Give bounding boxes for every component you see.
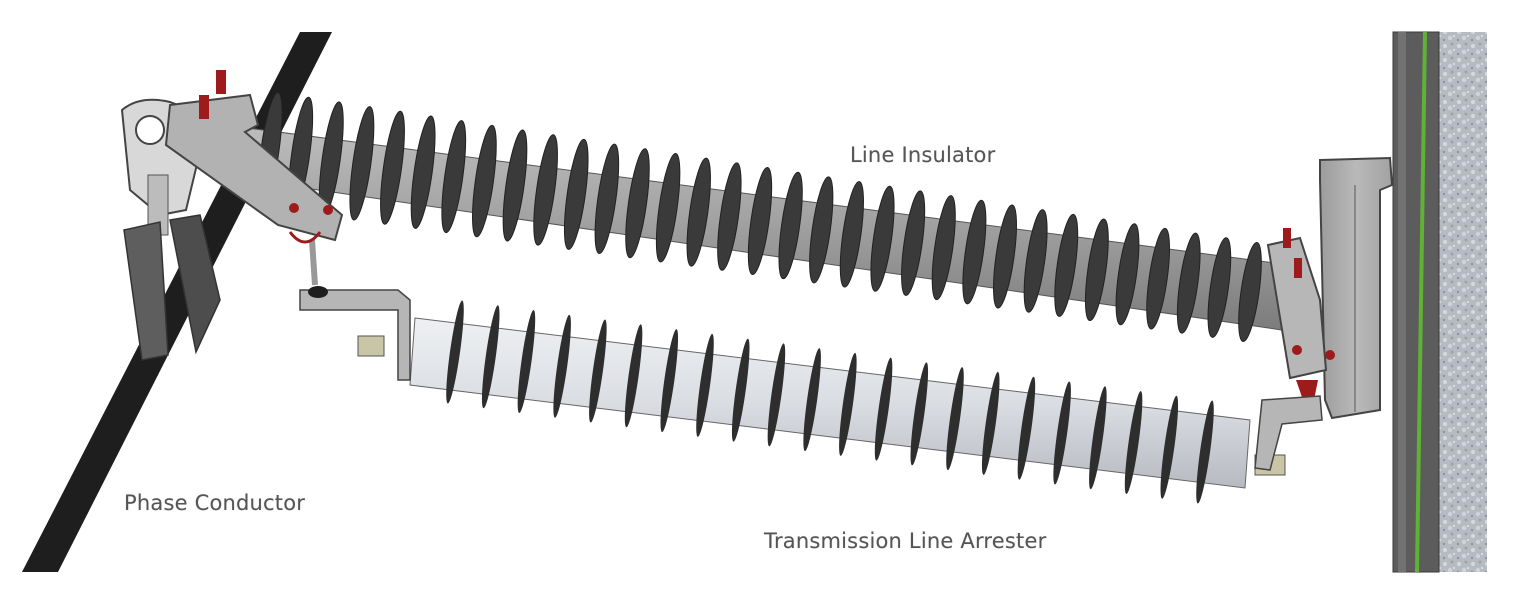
insulator-shed [563,138,589,250]
bolt-icon [323,205,333,215]
insulator-shed [1207,237,1232,338]
transmission-line-arrester [357,300,1286,504]
insulator-shed [686,157,711,267]
bolt-icon [199,95,209,119]
insulator-shed [717,162,742,271]
shackle-icon [288,231,322,244]
insulator-shed [1176,232,1201,334]
arrester-shed [874,357,893,461]
insulator-shed [1084,218,1109,322]
insulator-shed [1023,209,1048,313]
insulator-shed [410,115,436,229]
arrester-shed [553,314,571,418]
insulator-shed [625,148,650,259]
clevis-hole [135,115,165,145]
tower-pole-highlight [1398,32,1406,572]
insulator-shed [962,199,987,305]
insulator-shed [533,134,558,246]
insulator-shed [472,124,497,238]
insulator-shed [993,204,1017,309]
arrester-shed [624,324,643,428]
insulator-shed [1238,241,1262,343]
bolt-icon [1294,258,1302,278]
transmission-line-arrester-label: Transmission Line Arrester [764,529,1047,553]
arrester-shed [946,367,964,471]
bolt-icon [1325,350,1335,360]
arrester-shed [839,352,857,456]
insulator-end-plate [1266,236,1328,380]
tower-structure [1392,31,1487,573]
ground-wire-stripe [1415,31,1427,573]
insulator-shed [502,129,528,242]
arrester-shed [910,362,929,466]
arrester-left-bracket [299,289,411,381]
insulator-shed [901,190,926,296]
insulator-shed [1054,213,1079,317]
arrester-shed [981,371,1000,475]
arrester-shed [446,300,464,404]
arrester-shed [1089,386,1107,490]
arrester-shed [589,319,607,423]
suspension-clamp-right [169,214,221,355]
insulator-shed [349,106,375,221]
arrester-shed [696,333,714,437]
arrester-shed [1160,395,1179,499]
arrester-shed [517,310,536,414]
bolt-icon [289,203,299,213]
arrester-shed [1124,390,1143,494]
arrester-right-bracket [1254,395,1323,471]
arrester-shed [660,329,679,433]
insulator-shed [380,110,405,225]
arrester-shed [481,305,500,409]
bolt-icon [216,70,226,94]
arrester-shed [1196,400,1214,504]
tower-channel-bracket [1319,156,1394,420]
phase-conductor-label: Phase Conductor [124,491,306,515]
connecting-link [309,239,318,286]
insulator-shed [594,143,620,255]
insulator-shed [1115,223,1140,326]
insulator-shed [1146,227,1170,330]
link-insulator-cap [308,286,328,298]
insulator-shed [778,171,803,280]
suspension-clamp-left [123,221,169,361]
arrester-housing [409,317,1251,489]
arrester-shed [1053,381,1071,485]
concrete-wall [1437,32,1487,572]
insulator-shed [441,120,467,234]
insulator-shed [747,167,773,275]
yoke-plate [164,93,344,242]
insulator-shed [931,195,956,301]
insulator-shed [870,185,895,292]
arrester-left-terminal-nut [357,335,385,357]
bolt-icon [1283,228,1291,248]
arrester-sheds [446,300,1214,504]
tower-bracket-hardware [1254,156,1394,471]
line-insulator-label: Line Insulator [850,143,996,167]
arrester-shed [767,343,786,447]
insulator-shed [839,181,864,288]
insulator-shed [655,152,681,263]
arrester-shed [1017,376,1036,480]
arrester-shed [731,338,750,442]
bolt-icon [1292,345,1302,355]
insulator-shed [809,176,834,284]
conductor-clamp-hardware [120,70,411,381]
arrester-shed [803,348,821,452]
